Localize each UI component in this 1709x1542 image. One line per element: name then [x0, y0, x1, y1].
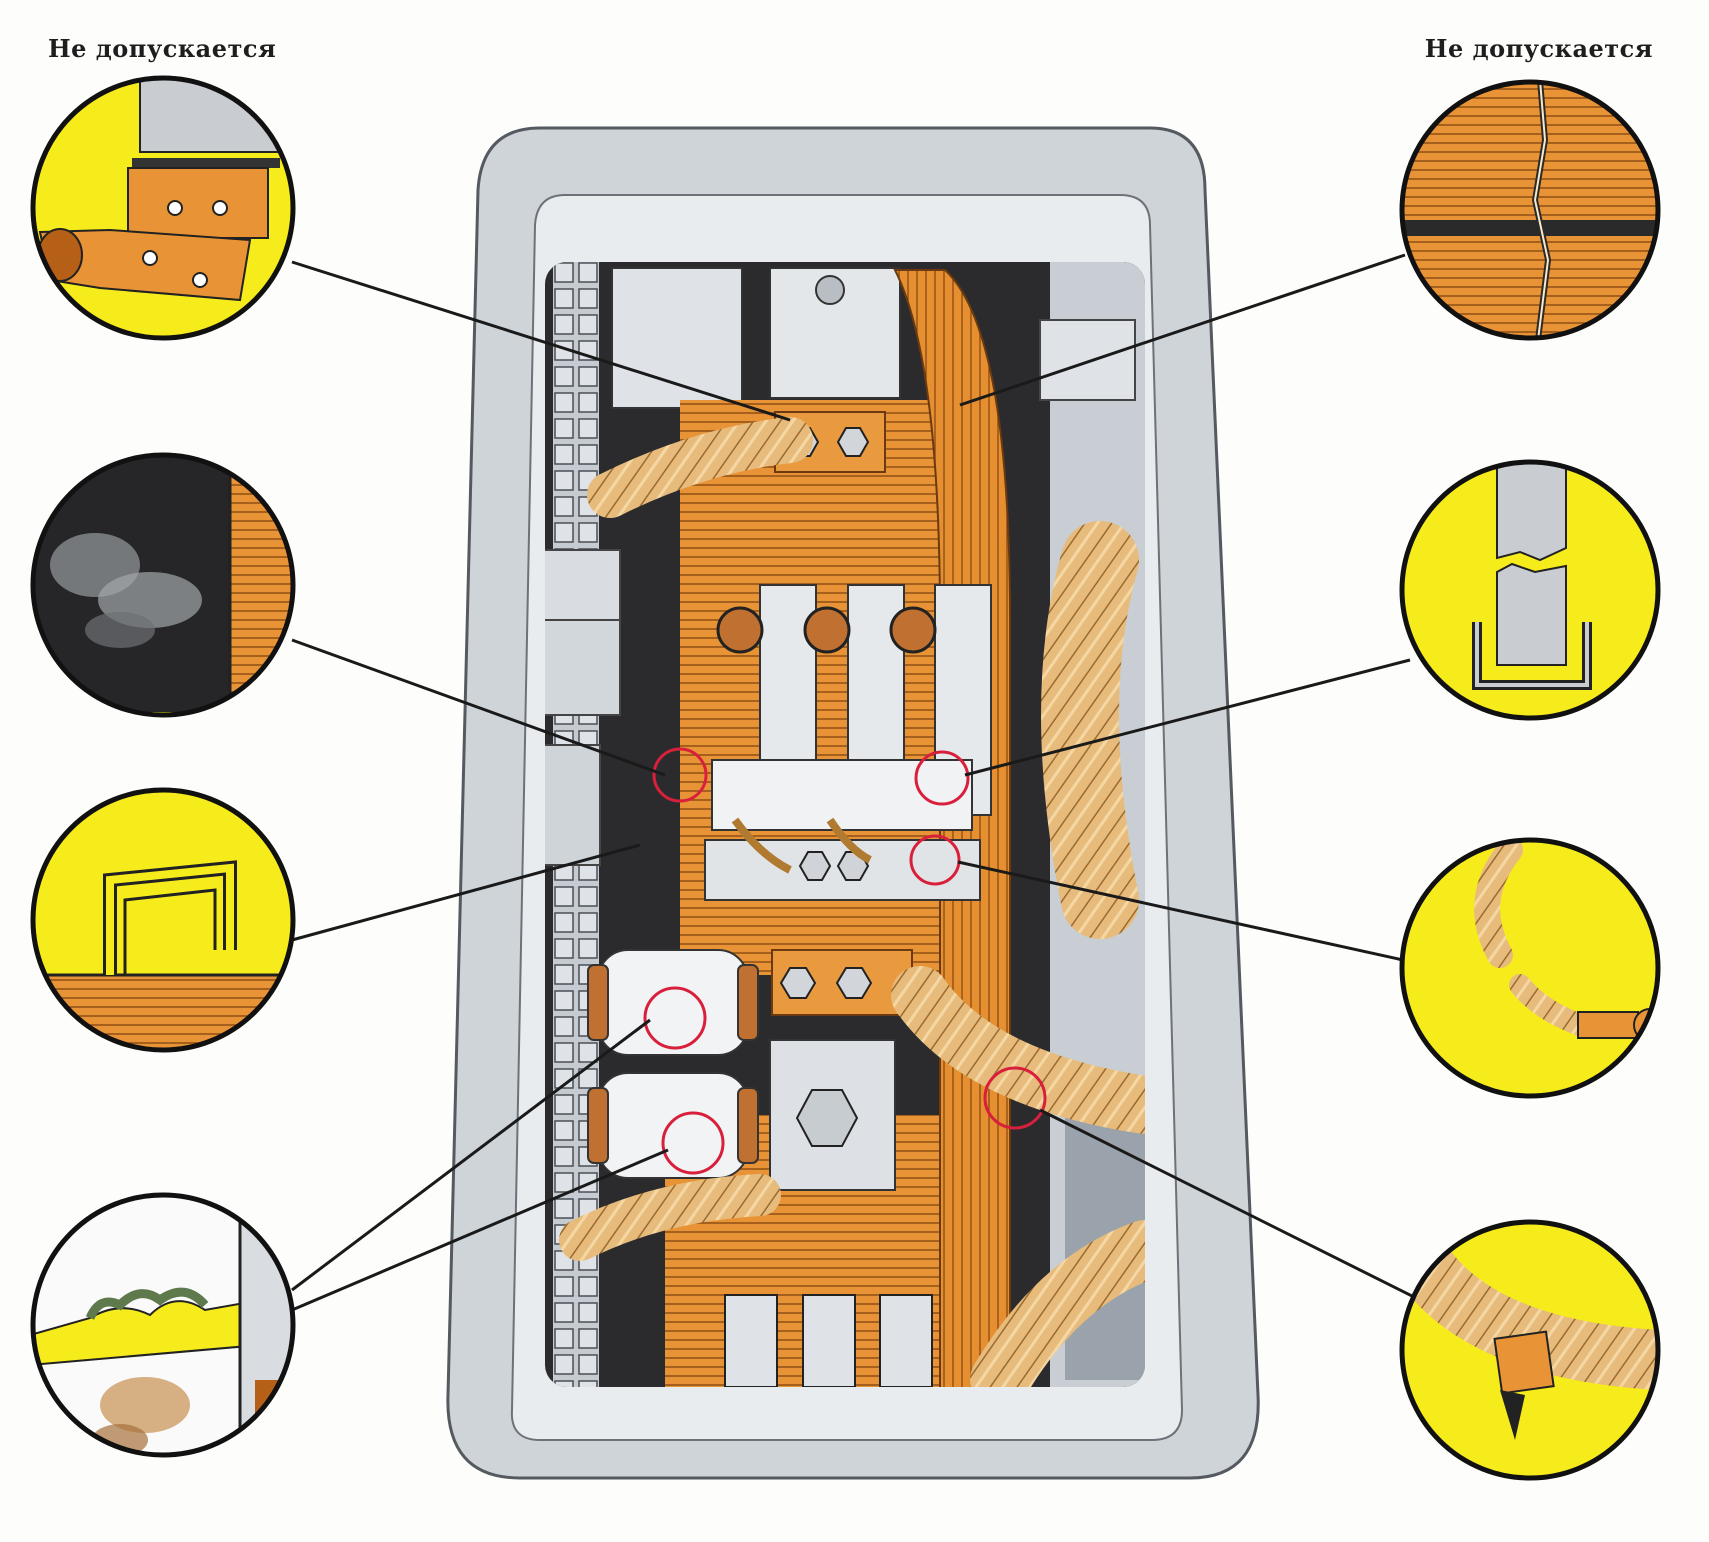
leader-line [291, 1018, 651, 1292]
caption-right: Не допускается [1424, 34, 1653, 63]
leader-line [291, 1148, 669, 1312]
braided-cables [559, 417, 1145, 1387]
leader-lines [291, 253, 1421, 1312]
leader-line [291, 843, 641, 942]
leader-line [964, 658, 1411, 777]
frayed-insulation-icon [1402, 1242, 1658, 1440]
defect-marker [661, 1111, 725, 1175]
callout-left-4 [30, 1192, 296, 1458]
callout-left-2 [30, 452, 296, 718]
defect-marker [909, 834, 961, 886]
leader-line [1039, 1108, 1421, 1302]
bottom-terminals [724, 1294, 933, 1387]
callout-right-2 [1399, 459, 1661, 721]
defect-marker [983, 1066, 1047, 1130]
broken-insulator-icon [1472, 462, 1592, 690]
leader-line [291, 260, 791, 422]
defect-marker [914, 750, 970, 806]
defect-markers [643, 747, 1047, 1175]
callout-right-3 [1399, 837, 1661, 1099]
callout-left-3 [30, 787, 296, 1053]
leader-line [957, 860, 1404, 962]
defect-marker [643, 986, 707, 1050]
callout-right-4 [1399, 1219, 1661, 1481]
defect-marker [652, 747, 708, 803]
callout-left-1 [30, 75, 296, 341]
callout-right-1 [1399, 79, 1661, 341]
caption-left: Не допускается [48, 34, 277, 63]
leader-line [291, 638, 666, 777]
cracked-lamination-icon [1402, 82, 1658, 338]
insulator-bushings [587, 949, 759, 1179]
contactor-interior [545, 262, 1145, 1387]
leader-line [959, 253, 1406, 407]
